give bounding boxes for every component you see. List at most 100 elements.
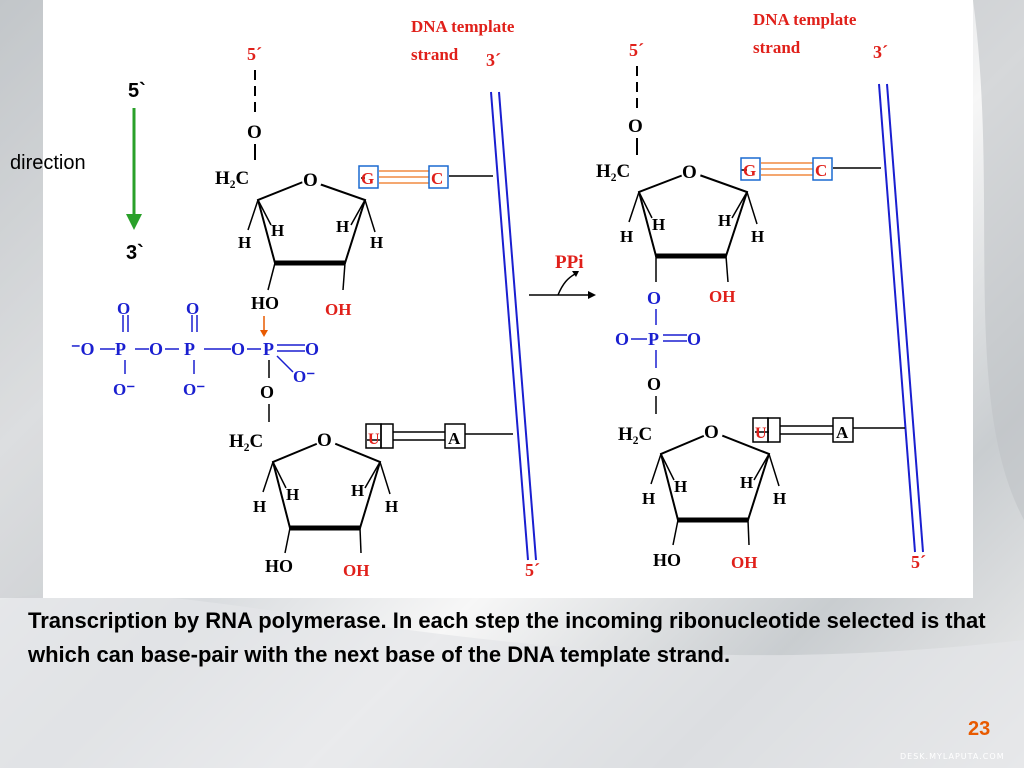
right-sugar1-h2c: H₂C (596, 161, 630, 182)
diagram-panel: DNA template strand 3´ 5´ 5´ O H₂C O O H (43, 0, 973, 598)
right-template-title-line1: DNA template (753, 10, 857, 29)
left-s2-h2: H (286, 485, 299, 504)
right-link-o2: O (647, 374, 661, 394)
left-tri-p3-diag (276, 355, 294, 373)
left-s2-oh: OH (343, 561, 369, 580)
left-a-box (444, 423, 466, 449)
left-bottom-link-o: O (260, 382, 274, 402)
watermark-text: DESK.MYLAPUTA.COM (900, 752, 1005, 761)
right-s1-oh: OH (709, 287, 735, 306)
left-s2-bond-h1 (262, 461, 274, 493)
right-base-u: U (755, 425, 767, 442)
right-template-title-line2: strand (753, 38, 801, 57)
direction-end-label: 3` (126, 242, 144, 264)
left-tri-o2: O (231, 339, 245, 359)
left-sugar2-o: O (317, 430, 332, 451)
right-s2-bond-h4 (768, 453, 780, 487)
right-template-5prime: 5´ (911, 552, 926, 572)
right-s1-h2: H (652, 215, 665, 234)
right-template-3prime: 3´ (873, 42, 888, 62)
left-base-a: A (448, 429, 461, 448)
right-s2-h4: H (773, 489, 786, 508)
slide-caption: Transcription by RNA polymerase. In each… (28, 608, 986, 667)
right-s1-bond-h2 (638, 191, 653, 219)
left-tri-p1-o-minus: O⁻ (113, 380, 135, 399)
right-p: P (648, 329, 659, 349)
right-s1-bond-h3 (731, 191, 748, 219)
right-s2-ho-bond (672, 519, 679, 546)
left-tri-p3-o-minus: O⁻ (293, 367, 315, 386)
left-sugar2-o-mask (316, 430, 336, 450)
right-s2-ho: HO (653, 550, 681, 570)
left-tri-p2: P (184, 339, 195, 359)
right-top-5prime: 5´ (629, 40, 644, 60)
left-s1-h2: H (271, 221, 284, 240)
left-tri-minus-o: ⁻O (71, 339, 95, 359)
left-dna-strand-line-a (490, 91, 529, 561)
left-base-g: G (361, 169, 374, 188)
right-dna-strand-line-a (878, 83, 916, 553)
right-a-box (832, 417, 854, 443)
right-dna-strand-line-b (886, 83, 924, 553)
left-dna-strand-line-b (498, 91, 537, 561)
right-s2-bond-h1 (650, 453, 662, 485)
left-s2-bond-h3 (364, 461, 381, 489)
left-u-bracket (380, 423, 394, 449)
right-sugar2-o-mask (703, 422, 723, 442)
left-sugar1-h2c: H₂C (215, 168, 249, 189)
left-g-box (358, 165, 379, 189)
direction-arrow (126, 108, 142, 230)
left-sugar2-h2c: H₂C (229, 431, 263, 452)
right-g-box (740, 157, 761, 181)
left-s2-oh-bond (359, 527, 362, 554)
right-base-a: A (836, 423, 849, 442)
left-template-5prime: 5´ (525, 560, 540, 580)
right-p-left-o: O (615, 329, 629, 349)
right-s2-h1: H (642, 489, 655, 508)
left-top-o: O (247, 122, 262, 143)
right-sugar1-o-mask (681, 162, 701, 182)
right-p-right-o: O (687, 329, 701, 349)
left-s2-h3: H (351, 481, 364, 500)
left-template-3prime: 3´ (486, 50, 501, 70)
left-c-box (428, 165, 449, 189)
left-tri-p2-o-minus: O⁻ (183, 380, 205, 399)
right-s2-h3: H (740, 473, 753, 492)
left-top-5prime: 5´ (247, 44, 262, 64)
left-s2-h4: H (385, 497, 398, 516)
right-s1-oh-bond (725, 255, 729, 283)
left-s1-bond-h1 (247, 199, 259, 231)
left-tri-o1: O (149, 339, 163, 359)
left-tri-p1: P (115, 339, 126, 359)
right-s1-h4: H (751, 227, 764, 246)
left-attack-arrow-head (260, 330, 268, 337)
left-s2-ho: HO (265, 556, 293, 576)
right-s1-h1: H (620, 227, 633, 246)
left-s1-bond-h4 (364, 199, 376, 233)
right-u-bracket (767, 417, 781, 443)
left-tri-p3-o-right: O (305, 339, 319, 359)
left-base-c: C (431, 169, 443, 188)
right-s2-bond-h3 (753, 453, 770, 481)
left-sugar1-o-mask (302, 170, 322, 190)
ppi-release-curve (557, 273, 576, 296)
right-s1-h3: H (718, 211, 731, 230)
ppi-label: PPi (555, 252, 584, 273)
left-s1-bond-h3 (350, 199, 366, 226)
direction-start-label: 5` (128, 80, 146, 102)
left-s2-bond-h2 (272, 461, 287, 489)
right-sugar1-o: O (682, 162, 697, 183)
left-sugar1-o: O (303, 170, 318, 191)
left-tri-p3: P (263, 339, 274, 359)
left-tri-p2-o-top: O (186, 299, 199, 318)
left-s1-ho-bond (267, 262, 276, 291)
left-s2-bond-h4 (379, 461, 391, 495)
left-panel: DNA template strand 3´ 5´ 5´ O H₂C O O H (71, 17, 540, 580)
right-sugar2-h2c: H₂C (618, 424, 652, 445)
left-s1-h4: H (370, 233, 383, 252)
right-s1-bond-h1 (628, 191, 640, 223)
right-s2-oh-bond (747, 519, 750, 546)
transcription-diagram: DNA template strand 3´ 5´ 5´ O H₂C O O H (71, 10, 926, 580)
left-s1-ho: HO (251, 293, 279, 313)
